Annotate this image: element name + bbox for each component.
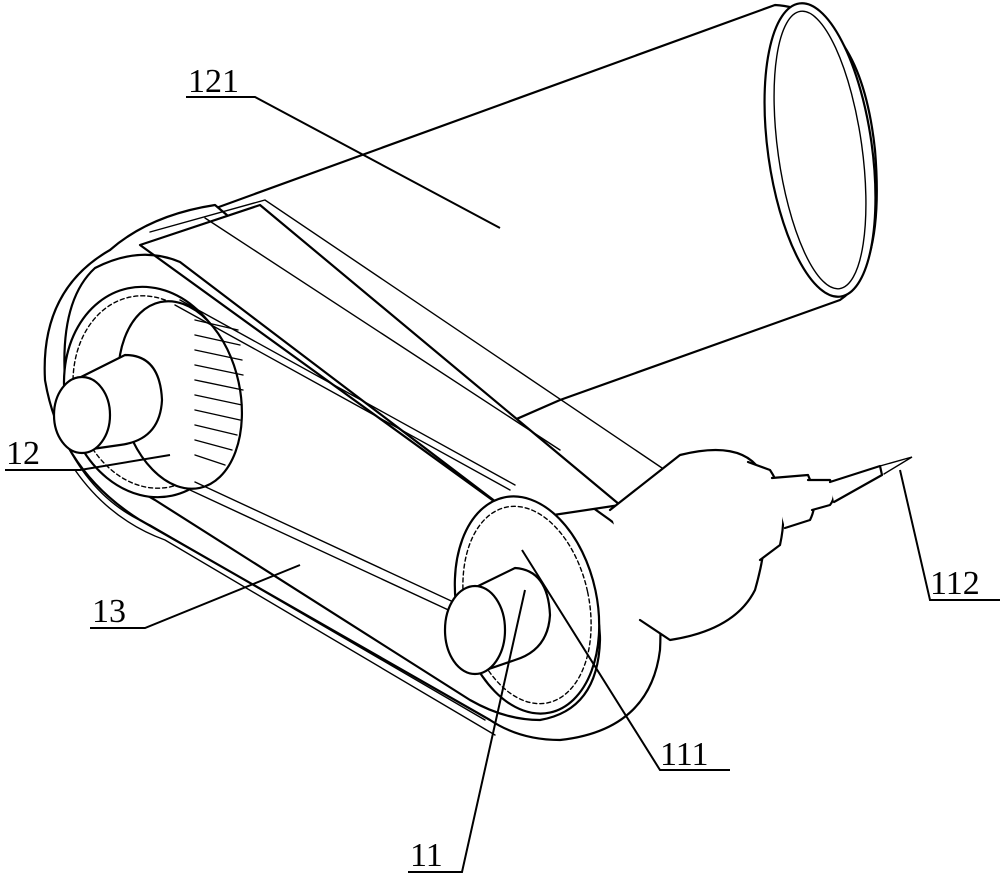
label-112: 112 — [930, 565, 980, 602]
label-13: 13 — [92, 593, 126, 630]
label-11: 11 — [410, 837, 443, 874]
label-12: 12 — [6, 435, 40, 472]
callout-112: 112 — [900, 470, 1000, 602]
label-111: 111 — [660, 736, 708, 773]
spindle-assembly — [610, 450, 912, 640]
label-121: 121 — [188, 63, 239, 100]
